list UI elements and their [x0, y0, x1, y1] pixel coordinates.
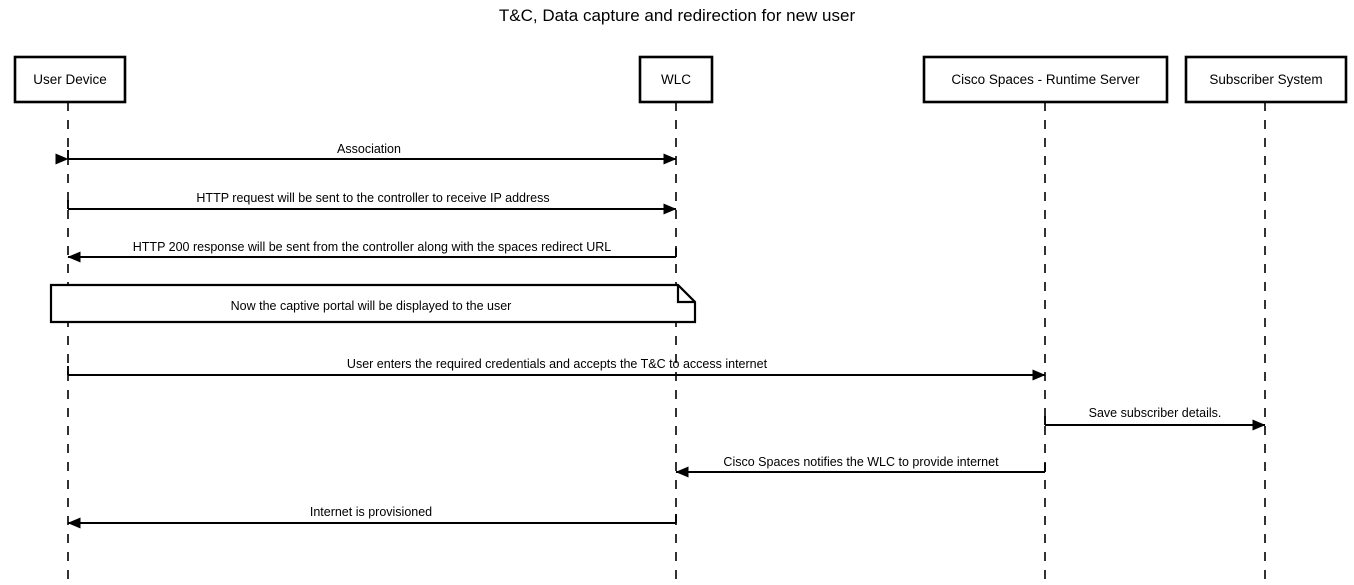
message-7[interactable]: Internet is provisioned [67, 505, 677, 529]
message-label: Association [337, 142, 401, 156]
participants-group: User Device WLC Cisco Spaces - Runtime Ser… [13, 55, 1348, 104]
lifelines-group [67, 102, 1266, 585]
participant-cisco-spaces[interactable]: Cisco Spaces - Runtime Server [922, 55, 1169, 104]
note-fold-corner [676, 285, 695, 304]
message-6[interactable]: Cisco Spaces notifies the WLC to provide… [675, 455, 1046, 478]
notes-group: Now the captive portal will be displayed… [49, 283, 697, 324]
participant-label: Cisco Spaces - Runtime Server [951, 72, 1140, 87]
participant-box [922, 55, 1169, 104]
participant-box [1184, 55, 1348, 104]
message-3[interactable]: HTTP 200 response will be sent from the … [67, 240, 677, 263]
message-2[interactable]: HTTP request will be sent to the control… [67, 191, 677, 215]
participant-wlc[interactable]: WLC [638, 55, 714, 104]
participant-label: Subscriber System [1209, 72, 1322, 87]
participant-box [638, 55, 714, 104]
message-1[interactable]: Association [55, 142, 677, 165]
participant-label: User Device [33, 72, 107, 87]
message-label: HTTP 200 response will be sent from the … [133, 240, 612, 254]
message-label: Internet is provisioned [310, 505, 432, 519]
participant-subscriber-system[interactable]: Subscriber System [1184, 55, 1348, 104]
note-label: Now the captive portal will be displayed… [231, 299, 512, 313]
message-label: Save subscriber details. [1089, 406, 1222, 420]
participant-box [13, 55, 127, 104]
message-5[interactable]: Save subscriber details. [1044, 406, 1266, 431]
message-label: User enters the required credentials and… [347, 357, 768, 371]
message-label: HTTP request will be sent to the control… [196, 191, 549, 205]
message-label: Cisco Spaces notifies the WLC to provide… [723, 455, 999, 469]
participant-user-device[interactable]: User Device [13, 55, 127, 104]
page-title: T&C, Data capture and redirection for ne… [498, 6, 856, 25]
note-body [49, 283, 697, 324]
message-4[interactable]: User enters the required credentials and… [67, 357, 1046, 381]
note-captive-portal-note: Now the captive portal will be displayed… [49, 283, 697, 324]
participant-label: WLC [661, 72, 691, 87]
